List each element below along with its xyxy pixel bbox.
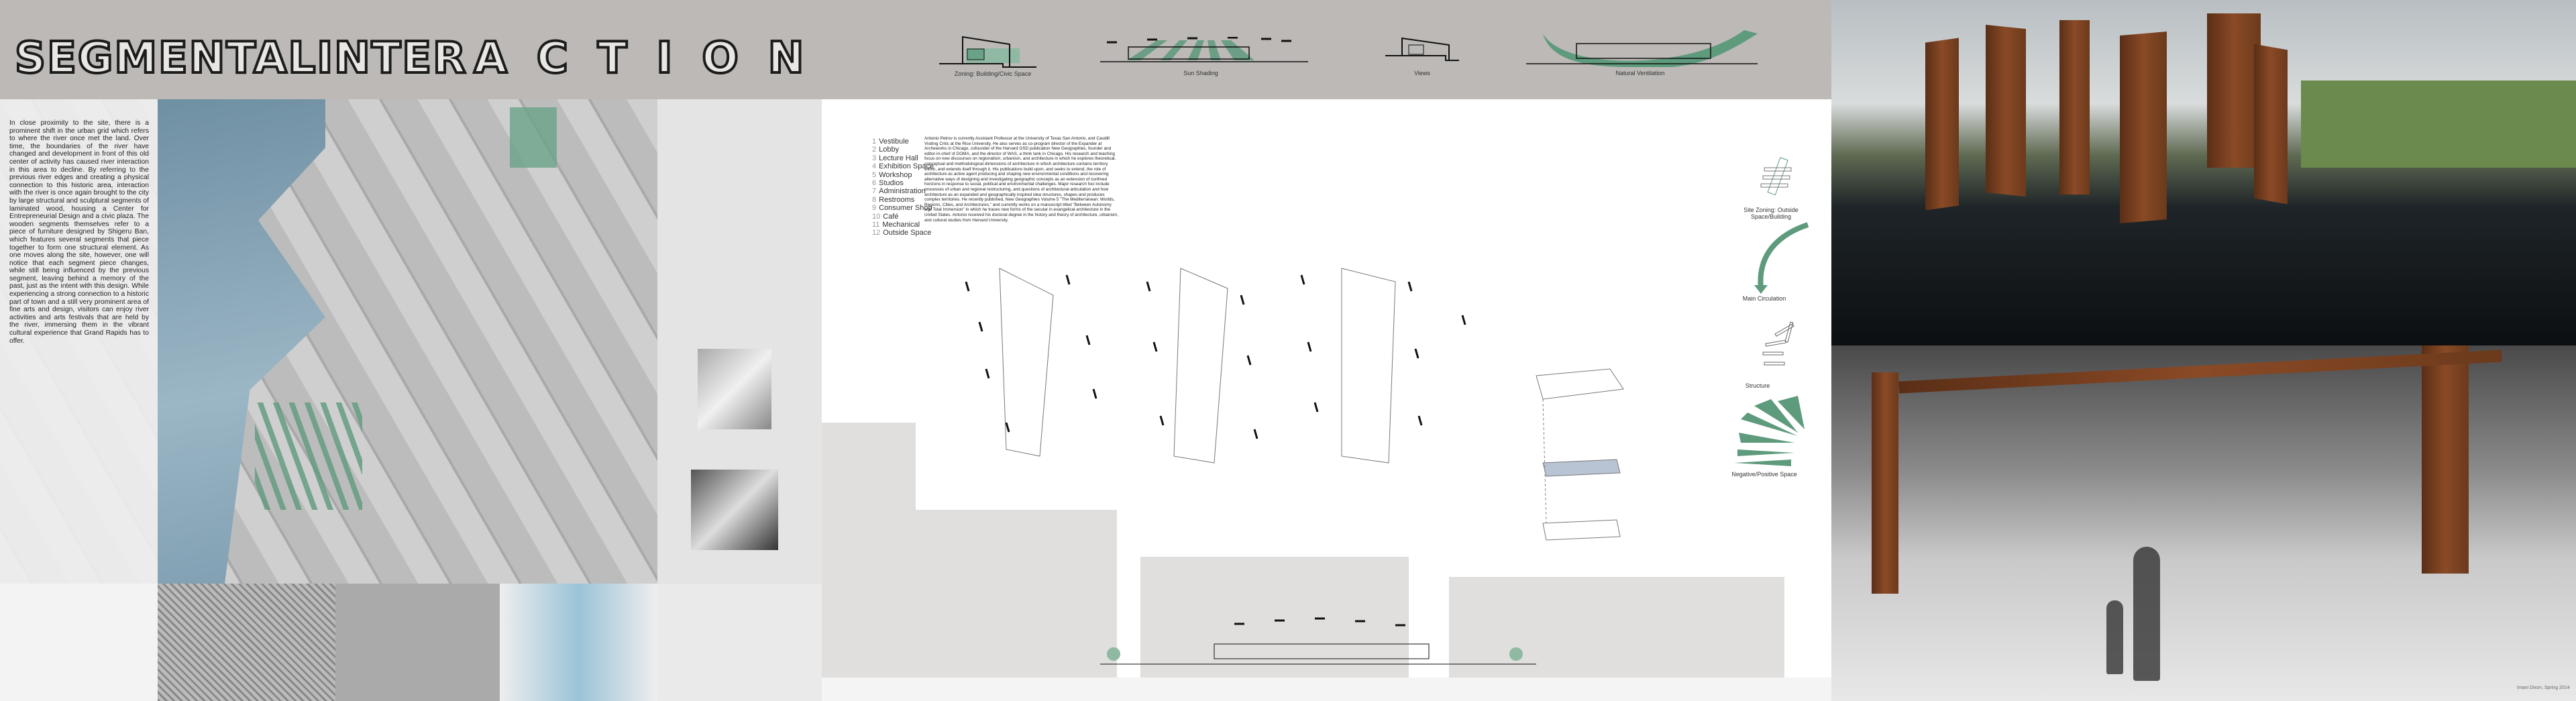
program-number: 4: [872, 162, 877, 171]
program-label: Restrooms: [879, 195, 915, 204]
program-label: Vestibule: [879, 138, 909, 146]
segment-mark: [1417, 415, 1423, 426]
segment-model-photo: [657, 584, 822, 701]
floor-plans: [965, 268, 1466, 464]
program-label: Consumer Shop: [879, 204, 932, 213]
exploded-axonometric: [1536, 368, 1624, 541]
segment-mark: [1085, 335, 1091, 345]
program-number: 2: [872, 146, 877, 154]
program-label: Studios: [879, 179, 904, 188]
zoning-diagram: [939, 36, 1036, 68]
river-edge-map: [335, 584, 500, 701]
segment-mark: [1313, 402, 1319, 413]
green-site-area: [510, 107, 557, 168]
natural-ventilation-diagram: [1526, 30, 1758, 67]
program-number: 1: [872, 138, 877, 146]
caption-main-circulation: Main Circulation: [1742, 295, 1786, 302]
furniture-photo: [698, 349, 771, 429]
program-number: 3: [872, 154, 877, 162]
segment-mark: [1159, 415, 1165, 426]
skyline-block: [1140, 557, 1409, 701]
program-label: Mechanical: [882, 221, 920, 229]
urban-grid-photo: [158, 584, 335, 701]
negative-positive-diagram: [1734, 396, 1805, 466]
program-label: Lobby: [879, 146, 900, 154]
program-number: 6: [872, 179, 877, 188]
segment-mark: [1461, 315, 1466, 325]
caption-site-zoning: Site Zoning: Outside Space/Building: [1743, 207, 1799, 220]
segment-mark: [1005, 422, 1010, 433]
segment-mark: [1253, 429, 1258, 439]
river-location-map: [500, 584, 657, 701]
author-credit: Imani Dixon, Spring 2014: [2517, 686, 2570, 690]
program-number: 8: [872, 195, 877, 204]
program-label: Café: [883, 212, 899, 221]
program-number: 12: [872, 229, 881, 237]
title-part1: SEGMENTALINTER: [13, 32, 468, 85]
views-diagram: [1385, 37, 1459, 61]
program-number: 9: [872, 204, 877, 213]
segment-mark: [1092, 388, 1097, 399]
furniture-photo-2: [691, 470, 778, 550]
segment-mark: [1407, 281, 1413, 292]
title-part2: ACTION: [472, 32, 834, 85]
program-number: 7: [872, 187, 877, 196]
program-number: 10: [872, 212, 881, 221]
caption-natural-ventilation: Natural Ventilation: [1615, 70, 1665, 76]
segment-mark: [978, 321, 983, 332]
caption-views: Views: [1414, 70, 1430, 76]
main-circulation-diagram: [1754, 222, 1809, 294]
plaza-perspective-render: [1831, 345, 2576, 701]
sun-shading-diagram: [1100, 37, 1308, 62]
green-segment-overlay: [255, 402, 362, 510]
segment-mark: [985, 368, 990, 379]
segment-mark: [1152, 341, 1158, 352]
segment-mark: [1240, 294, 1245, 305]
figure-ground-map: [0, 584, 158, 701]
structure-diagram: [1762, 321, 1794, 366]
site-zoning-diagram: [1760, 157, 1792, 196]
caption-zoning: Zoning: Building/Civic Space: [954, 70, 1032, 77]
narrative-panel: [0, 99, 158, 584]
program-label: Workshop: [879, 170, 912, 179]
caption-sun-shading: Sun Shading: [1183, 70, 1218, 76]
program-label: Administration: [879, 187, 926, 196]
program-number: 5: [872, 170, 877, 179]
site-section: [1100, 617, 1536, 665]
segment-mark: [1246, 355, 1252, 366]
segment-mark: [1065, 274, 1071, 285]
caption-structure: Structure: [1745, 382, 1770, 389]
bio-text: Antonio Petrov is currently Assistant Pr…: [924, 136, 1119, 223]
skyline-block: [916, 510, 1117, 701]
project-narrative: In close proximity to the site, there is…: [9, 119, 149, 345]
program-label: Exhibition Space: [879, 162, 934, 171]
segment-mark: [1414, 348, 1419, 359]
title-band: [0, 0, 1831, 99]
program-label: Outside Space: [883, 229, 932, 237]
program-label: Lecture Hall: [879, 154, 918, 162]
skyline-block: [822, 423, 916, 701]
caption-negative-positive: Negative/Positive Space: [1731, 471, 1797, 478]
segment-mark: [1146, 281, 1151, 292]
program-number: 11: [872, 221, 880, 229]
segment-mark: [1307, 341, 1312, 352]
segment-mark: [965, 281, 970, 292]
ground-strip: [822, 678, 1831, 701]
segment-mark: [1300, 274, 1305, 285]
exterior-render-river: [1831, 0, 2576, 345]
